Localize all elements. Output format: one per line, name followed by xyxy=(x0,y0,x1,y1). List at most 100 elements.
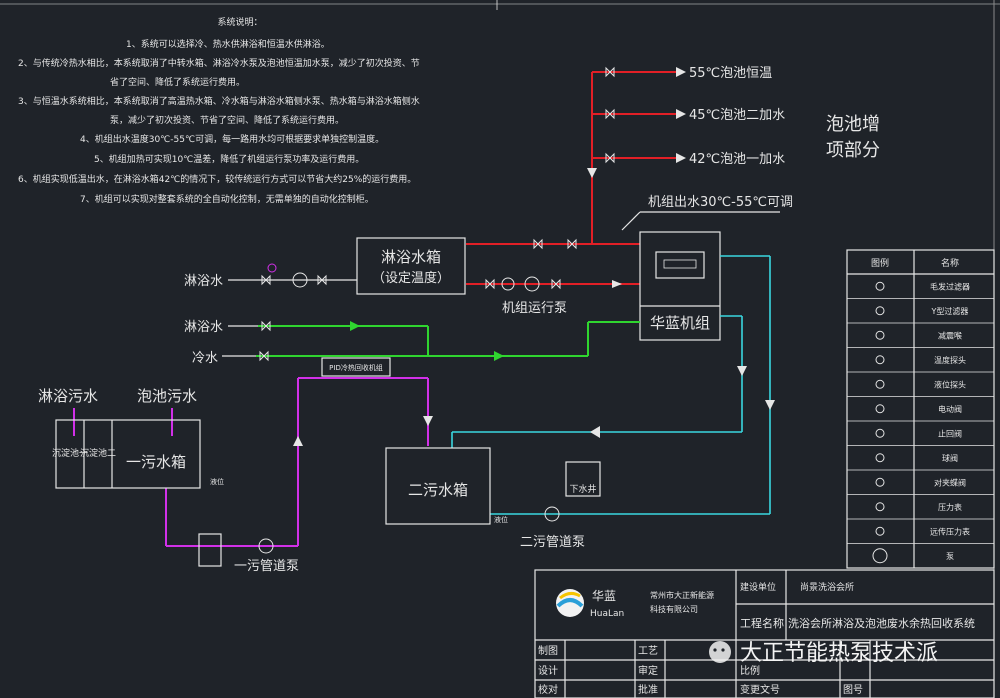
title-block: 华蓝 HuaLan 常州市大正新能源 科技有限公司 建设单位 尚景洗浴会所 工程… xyxy=(534,569,995,698)
shower-pump-1 xyxy=(292,272,308,288)
outlet-1-arrow xyxy=(676,67,686,77)
legend-item-name: 压力表 xyxy=(938,502,962,512)
row-3-c: 批准 xyxy=(638,683,658,696)
company-line-2: 科技有限公司 xyxy=(650,604,698,614)
second-pump-label: 二污管道泵 xyxy=(520,535,585,550)
notes-line-1: 1、系统可以选择冷、热水供淋浴和恒温水供淋浴。 xyxy=(126,38,330,50)
build-unit-label: 建设单位 xyxy=(740,581,776,593)
outlet-3-arrow xyxy=(676,153,686,163)
heat-recovery-unit xyxy=(321,357,391,377)
first-waste-tank xyxy=(55,419,201,489)
wechat-icon xyxy=(709,641,731,663)
level-probe-icon xyxy=(875,379,885,389)
legend-item-name: 温度探头 xyxy=(934,355,966,365)
first-tank-sensor: 液位 xyxy=(210,477,224,486)
notes-line-5: 泵，减少了初次投资、节省了空间、降低了系统运行费用。 xyxy=(110,114,344,126)
notes-line-9: 7、机组可以实现对整套系统的全自动化控制，无需单独的自动化控制柜。 xyxy=(80,193,374,205)
unit-name: 华蓝机组 xyxy=(650,314,710,332)
notes-line-8: 6、机组实现低温出水，在淋浴水箱42℃的情况下，较传统运行方式可以节省大约25%… xyxy=(18,173,416,185)
system-notes: 系统说明： 1、系统可以选择冷、热水供淋浴和恒温水供淋浴。 2、与传统冷热水相比… xyxy=(18,16,420,205)
check-valve-icon xyxy=(875,428,885,438)
logo-en: HuaLan xyxy=(590,609,624,619)
butterfly-valve-icon xyxy=(875,477,885,487)
outlet-3-label: 42℃泡池一加水 xyxy=(689,152,785,167)
logo-text: 华蓝 xyxy=(592,589,616,603)
row-2-a: 设计 xyxy=(538,664,558,677)
notes-line-3: 省了空间、降低了系统运行费用。 xyxy=(110,76,245,88)
outlet-2-label: 45℃泡池二加水 xyxy=(689,108,785,123)
pump-icon xyxy=(872,548,888,564)
legend-item-name: 毛发过滤器 xyxy=(930,281,970,291)
legend-header-name: 名称 xyxy=(941,257,959,269)
notes-line-2: 2、与传统冷热水相比，本系统取消了中转水箱、淋浴冷水泵及泡池恒温加水泵，减少了初… xyxy=(18,57,420,69)
watermark-text: 大正节能热泵技术派 xyxy=(740,641,938,666)
settling-1-label: 沉淀池一 xyxy=(52,447,88,459)
shower-water-label-1: 淋浴水 xyxy=(184,274,223,289)
heat-recovery-label: PID冷热回收机组 xyxy=(329,363,383,372)
cold-water-label: 冷水 xyxy=(192,351,218,366)
settling-2-label: 沉淀池二 xyxy=(80,447,116,459)
legend-item-name: 液位探头 xyxy=(934,379,966,389)
second-tank-label: 二污水箱 xyxy=(408,481,468,499)
unit-outlet-note: 机组出水30℃-55℃可调 xyxy=(648,195,793,210)
outlet-2-arrow xyxy=(676,109,686,119)
legend-table: 图例 名称 毛发过滤器 Y型过滤器减震喉温度探头液位探头电动阀止回阀球阀对夹蝶阀压… xyxy=(846,249,995,569)
shower-tank xyxy=(356,237,466,295)
legend-header-symbol: 图例 xyxy=(871,257,889,269)
unit-display xyxy=(655,251,705,279)
build-unit-value: 尚景洗浴会所 xyxy=(800,581,854,593)
pool-section-label-2: 项部分 xyxy=(826,140,880,161)
notes-title: 系统说明： xyxy=(217,16,262,28)
unit-inlet-arrow xyxy=(612,280,622,288)
legend-item-name: 球阀 xyxy=(942,453,958,463)
hualan-unit xyxy=(639,231,721,341)
row-1-a: 制图 xyxy=(538,644,558,657)
watermark: 大正节能热泵技术派 xyxy=(709,641,938,666)
first-pump-symbol xyxy=(258,538,274,554)
remote-gauge-icon xyxy=(875,526,885,536)
red-valves xyxy=(485,66,615,292)
shower-tank-sub: （设定温度） xyxy=(372,270,450,286)
row-3-a: 校对 xyxy=(538,683,558,696)
notes-line-4: 3、与恒温水系统相比，本系统取消了高温热水箱、冷水箱与淋浴水箱侧水泵、热水箱与淋… xyxy=(18,95,420,107)
unit-pump-label: 机组运行泵 xyxy=(502,301,567,316)
unit-outlet-leader xyxy=(621,211,641,231)
row-1-c: 工艺 xyxy=(638,645,658,657)
second-tank-sensor: 液位 xyxy=(494,515,508,524)
drain-well-label: 下水井 xyxy=(569,483,596,495)
ratio-label: 比例 xyxy=(740,664,760,677)
electric-valve-icon xyxy=(875,404,885,414)
outlet-1-label: 55℃泡池恒温 xyxy=(689,66,772,81)
drawing-no-label: 图号 xyxy=(843,684,863,696)
notes-line-6: 4、机组出水温度30℃-55℃可调，每一路用水均可根据要求单独控制温度。 xyxy=(80,133,384,145)
project-value: 洗浴会所淋浴及泡池废水余热回收系统 xyxy=(788,616,975,630)
company-line-1: 常州市大正新能源 xyxy=(650,590,714,600)
legend-item-name: 止回阀 xyxy=(938,428,962,438)
legend-item-name: 泵 xyxy=(946,552,954,561)
ball-valve-icon xyxy=(875,453,885,463)
temp-probe-icon xyxy=(875,355,885,365)
waste-pipes xyxy=(165,377,429,547)
damper-icon xyxy=(875,330,885,340)
riser-arrow xyxy=(587,168,597,178)
project-label: 工程名称 xyxy=(740,616,784,630)
legend-item-name: 对夹蝶阀 xyxy=(934,477,966,487)
hot-water-pipes xyxy=(466,71,676,285)
legend-item-name: 电动阀 xyxy=(938,404,962,414)
shower-tank-name: 淋浴水箱 xyxy=(381,248,441,266)
first-pump-label: 一污管道泵 xyxy=(234,559,299,574)
pressure-gauge-icon xyxy=(875,502,885,512)
shower-waste-label: 淋浴污水 xyxy=(38,387,98,405)
drain-well xyxy=(565,461,601,497)
change-label: 变更文号 xyxy=(740,683,780,696)
hair-filter-icon xyxy=(875,281,885,291)
notes-line-7: 5、机组加热可实现10℃温差，降低了机组运行泵功率及运行费用。 xyxy=(94,153,364,165)
legend-item-name: Y型过滤器 xyxy=(931,306,969,316)
second-pump-symbol xyxy=(544,506,560,522)
row-2-c: 审定 xyxy=(638,664,658,677)
pool-section-label-1: 泡池增 xyxy=(826,114,880,135)
first-filter xyxy=(198,533,222,567)
legend-item-name: 减震喉 xyxy=(938,330,962,340)
first-tank-label: 一污水箱 xyxy=(126,453,186,471)
